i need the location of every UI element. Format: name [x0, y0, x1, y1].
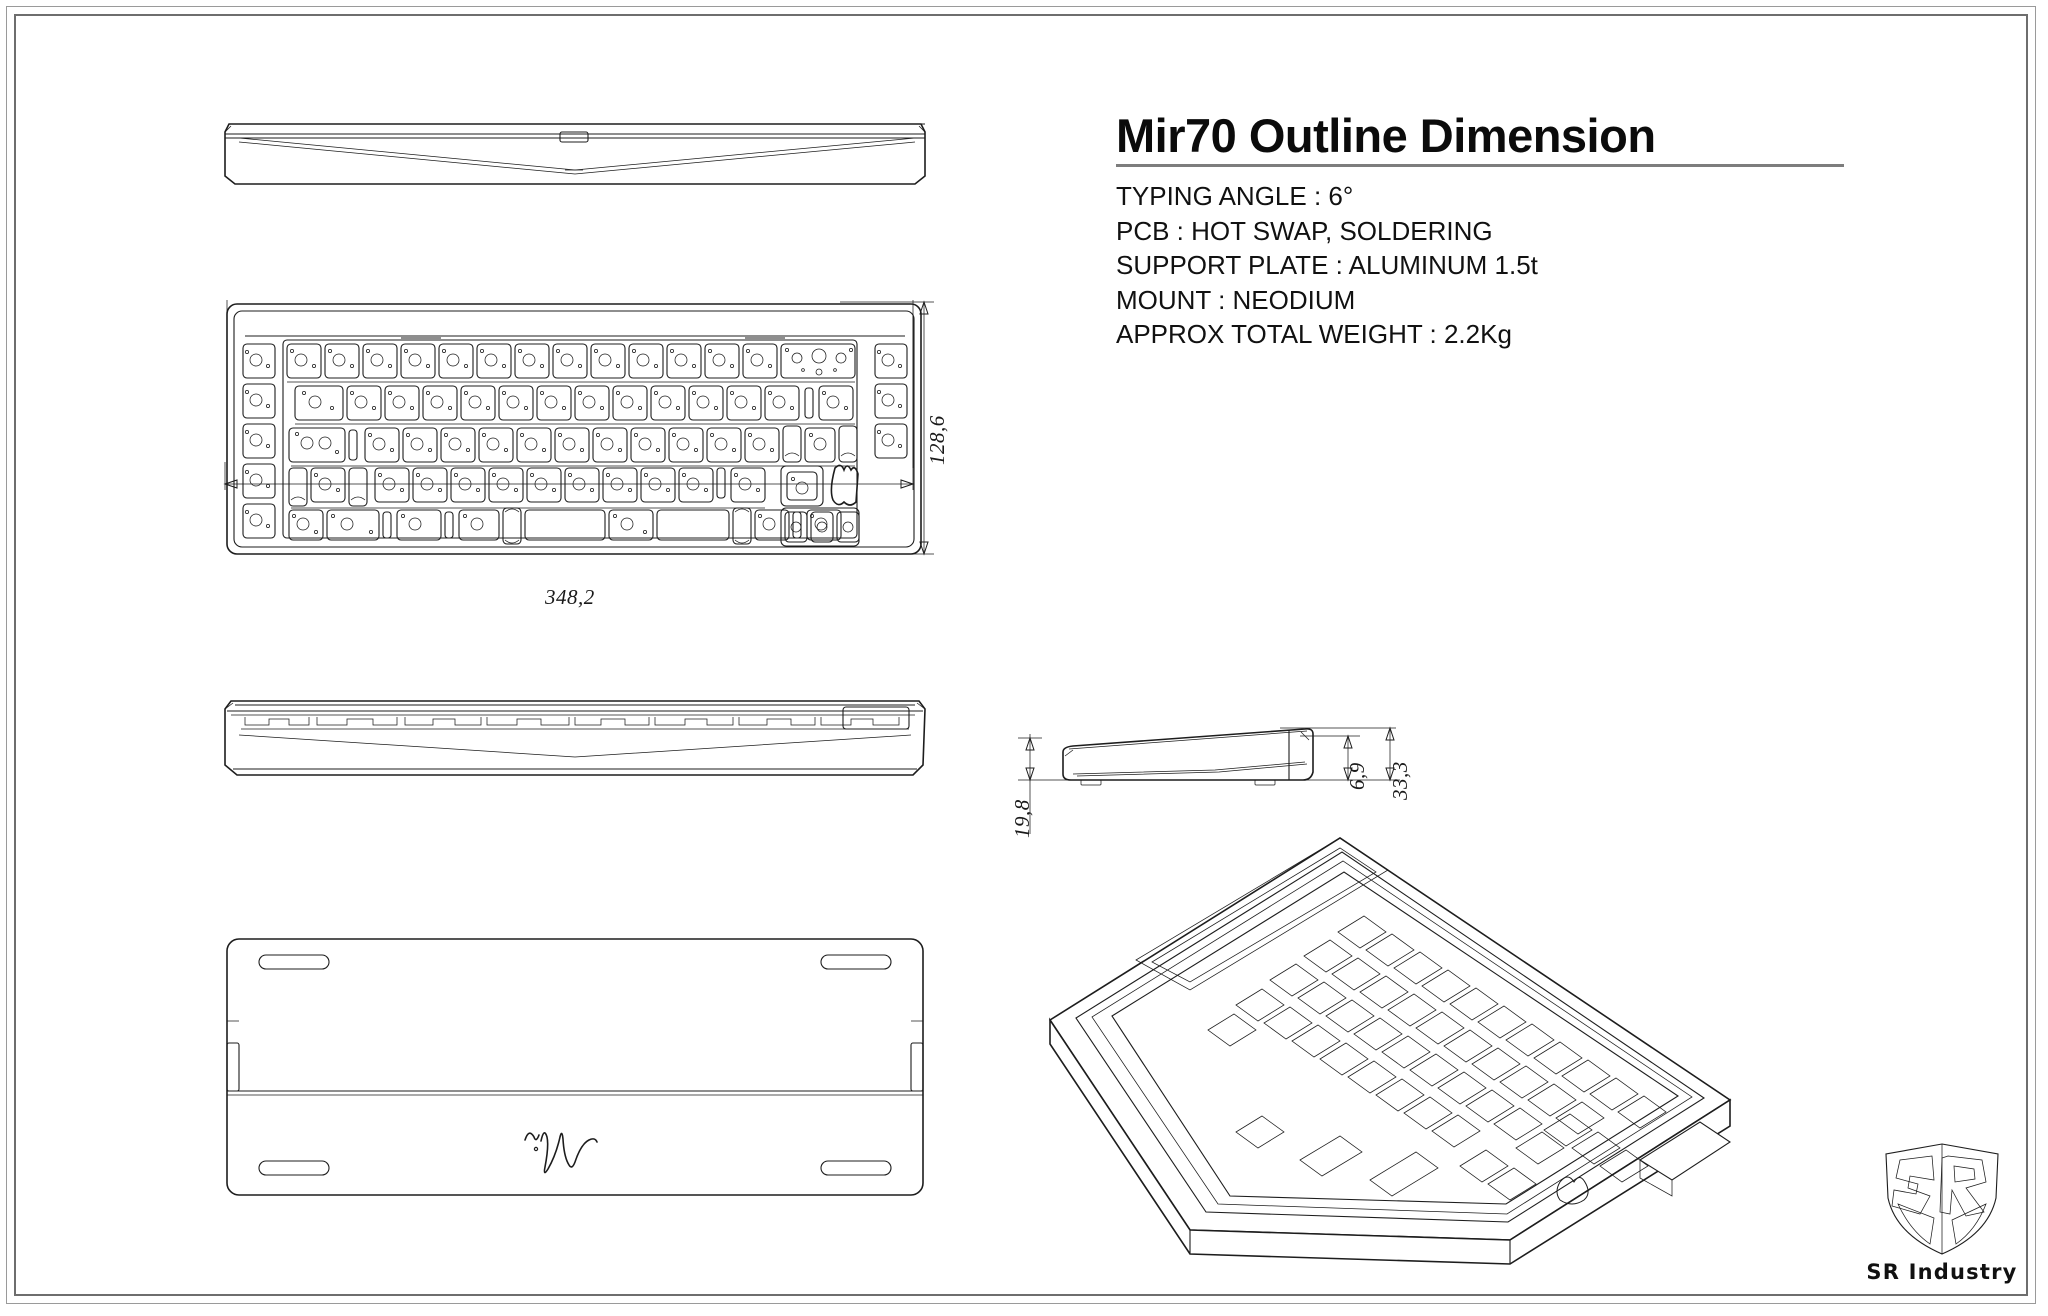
rear-elevation-view: [224, 118, 926, 198]
foot-slot-bottom-right: [820, 1160, 892, 1176]
key-matrix: [286, 337, 860, 547]
spec-pcb: PCB : HOT SWAP, SOLDERING: [1116, 215, 1493, 246]
specification-list: TYPING ANGLE : 6° PCB : HOT SWAP, SOLDER…: [1116, 179, 1876, 352]
front-height-dimension-label: 19,8: [1010, 799, 1034, 838]
sheet-frame-inner: [14, 14, 2028, 1296]
side-view-dimensions: [1018, 726, 1400, 834]
spec-support-plate: SUPPORT PLATE : ALUMINUM 1.5t: [1116, 250, 1538, 281]
right-key-column: [874, 343, 908, 459]
top-plate-view: [223, 300, 925, 560]
side-elevation-view: [1055, 700, 1345, 810]
width-dimension-label: 348,2: [545, 585, 595, 609]
company-logo: SR Industry: [1862, 1138, 2022, 1284]
front-elevation-view: [224, 695, 926, 795]
left-key-column: [242, 343, 276, 539]
sr-shield-icon: [1885, 1143, 1999, 1255]
title-underline: [1116, 163, 1844, 167]
usb-c-port: [559, 131, 589, 143]
typing-angle-height-label: 6,9: [1345, 762, 1369, 790]
company-name: SR Industry: [1866, 1260, 2018, 1284]
bottom-view: [225, 935, 925, 1200]
title-block: Mir70 Outline Dimension TYPING ANGLE : 6…: [1116, 112, 1876, 352]
sheet-frame-outer: [6, 6, 2036, 1304]
spec-weight: APPROX TOTAL WEIGHT : 2.2Kg: [1116, 319, 1512, 350]
rear-height-dimension-label: 33,3: [1388, 761, 1412, 800]
foot-slot-bottom-left: [258, 1160, 330, 1176]
depth-dimension-label: 128,6: [925, 415, 949, 465]
mir-mascot-glyph-iso: [1556, 1176, 1589, 1205]
depth-dimension: [840, 300, 934, 556]
mir-mascot-glyph: [830, 464, 859, 506]
isometric-view: [1040, 830, 1760, 1290]
isometric-key-grid: [1207, 915, 1667, 1201]
foot-slot-top-left: [258, 954, 330, 970]
spec-mount: MOUNT : NEODIUM: [1116, 284, 1356, 315]
spec-typing-angle: TYPING ANGLE : 6°: [1116, 180, 1354, 211]
mir-script-signature: [524, 1132, 598, 1174]
drawing-title: Mir70 Outline Dimension: [1116, 109, 1656, 162]
foot-slot-top-right: [820, 954, 892, 970]
width-extension-lines: [226, 300, 914, 468]
